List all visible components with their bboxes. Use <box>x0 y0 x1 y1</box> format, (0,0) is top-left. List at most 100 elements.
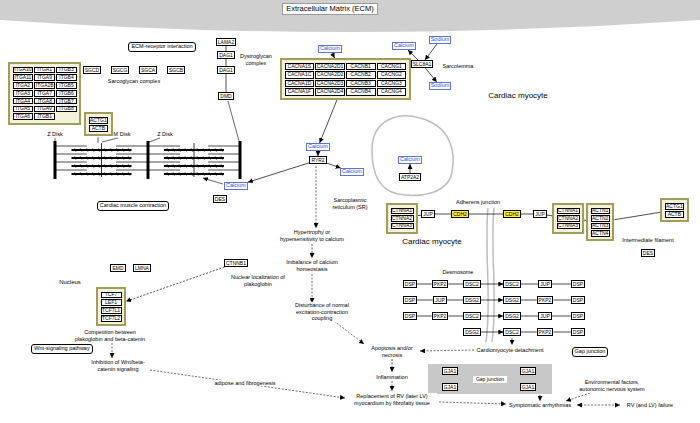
gene-box: LMNA <box>133 264 151 272</box>
node-text: GJA1 <box>444 369 457 374</box>
highlighted-gene-box: CDH2 <box>503 210 521 218</box>
note-label: Disturbance of normal excitation-contrac… <box>286 302 358 322</box>
gene-box: CACNA2D4 <box>315 88 345 96</box>
node-text: RYR2 <box>311 158 324 163</box>
gene-box: ITGA6 <box>13 113 34 120</box>
node-text: PKP2 <box>434 314 447 319</box>
gene-box: DSC2 <box>503 280 520 288</box>
note-label: Replacement of RV (later LV) myocardium … <box>347 393 437 406</box>
gene-box: RYR2 <box>309 156 326 164</box>
connector <box>248 163 309 182</box>
connector <box>553 300 570 301</box>
node-text: CTNNA1 <box>392 208 412 213</box>
connector <box>521 300 537 301</box>
pathway-link-box: Wnt-signaling pathway <box>31 344 92 354</box>
node-text: DSG2 <box>505 298 519 303</box>
node-text: DSG2 <box>505 314 519 319</box>
node-text: DSG2 <box>465 298 479 303</box>
ecm-title-box: Extracellular Matrix (ECM) <box>282 3 378 15</box>
note-label: Inhibition of Wnt/beta-catenin signaling <box>87 359 149 372</box>
node-text: ITGA2 <box>16 83 30 88</box>
gene-box: SGCG <box>111 66 130 74</box>
gene-box: DAG1 <box>217 66 235 74</box>
node-text: CACNA2D2 <box>317 72 344 77</box>
note-label: Cardiomyocyte detachment <box>477 347 544 354</box>
node-text: ITGAV <box>37 106 52 111</box>
gene-box: DAG1 <box>217 51 235 59</box>
node-text: CACNG4 <box>381 89 402 94</box>
gene-box: DSG2 <box>503 312 521 320</box>
node-text: GJA1 <box>444 385 457 390</box>
node-text: DSC2 <box>505 282 518 287</box>
node-text: ACTN4 <box>592 231 608 236</box>
gene-box: ITGA3 <box>13 90 34 97</box>
node-text: JUP <box>540 314 549 319</box>
note-label: Desmosome <box>443 269 474 276</box>
gene-box: GJA1 <box>520 383 537 391</box>
ecm-band <box>0 0 700 32</box>
gene-box: ITGA2B <box>34 82 55 89</box>
node-text: Sodium <box>431 83 450 89</box>
connector <box>614 212 660 219</box>
connector <box>327 163 341 168</box>
gene-box: DSP <box>403 280 417 288</box>
note-label: Adherens junction <box>456 199 500 206</box>
pathway-link-box: Gap junction <box>572 347 609 357</box>
gene-box: EMD <box>110 264 125 272</box>
compound-box: Calcium <box>392 42 416 50</box>
note-label: Intermediate filament <box>622 237 673 244</box>
connector <box>481 316 504 317</box>
cell-membrane <box>486 208 488 342</box>
gene-box: JUP <box>533 210 546 218</box>
connector <box>417 316 431 317</box>
gene-box: DSP <box>571 312 585 320</box>
node-text: CACNA2D3 <box>317 81 344 86</box>
gene-box: DSC2 <box>463 312 480 320</box>
node-text: Wnt-signaling pathway <box>34 346 89 352</box>
gene-box: PKP2 <box>432 280 449 288</box>
gene-box: ACTN4 <box>591 230 610 237</box>
note-label: Dystroglycan complex <box>238 53 274 66</box>
pathway-link-box: Cardiac muscle contraction <box>97 201 169 211</box>
compound-box: Calcium <box>306 143 330 151</box>
node-text: DMD <box>220 94 231 99</box>
compound-box: Calcium <box>340 168 364 176</box>
note-label: Environmental factors, autonomic nervous… <box>572 379 652 392</box>
gene-box: ATP2A2 <box>399 173 421 181</box>
compound-box: Calcium <box>398 156 422 164</box>
flow-arrows <box>112 166 620 405</box>
node-text: CTNNA3 <box>558 223 578 228</box>
node-text: CACNB1 <box>351 64 371 69</box>
node-text: DSC2 <box>465 282 478 287</box>
node-text: SLC8A1 <box>413 62 432 67</box>
note-label: Z Disk <box>157 131 173 138</box>
gene-box: ITGB7 <box>56 98 77 105</box>
node-text: DSP <box>573 330 583 335</box>
gene-box: ITGA4 <box>13 98 34 105</box>
node-text: ATP2A2 <box>401 175 419 180</box>
node-text: CACNA1C <box>287 72 311 77</box>
gene-box: CACNG3 <box>377 80 407 88</box>
note-label: Imbalance of calcium homeostasis <box>282 259 342 272</box>
gene-box: DSP <box>571 296 585 304</box>
node-text: Calcium <box>308 144 328 150</box>
gene-box: CACNA2D2 <box>315 71 345 79</box>
node-text: PKP2 <box>539 330 552 335</box>
node-text: SGCA <box>141 68 155 73</box>
gene-box: ACTN3 <box>591 223 610 230</box>
cell-membrane <box>492 208 494 342</box>
gene-group-box: TCF7LEF1TCF7L1TCF7L2 <box>96 287 126 326</box>
gene-box: DSG2 <box>503 296 521 304</box>
leader-lines <box>55 101 239 184</box>
node-text: CTNNA3 <box>392 223 412 228</box>
gene-box: ACTN1 <box>591 208 610 215</box>
gene-box: JUP <box>433 296 446 304</box>
gene-box: CACNB2 <box>346 71 376 79</box>
node-text: DSP <box>405 282 415 287</box>
gene-box: ITGB4 <box>56 74 77 81</box>
connector <box>447 300 463 301</box>
node-text: CACNA2D4 <box>317 89 344 94</box>
gene-box: CACNA2D3 <box>315 80 345 88</box>
gene-box: DSP <box>403 312 417 320</box>
